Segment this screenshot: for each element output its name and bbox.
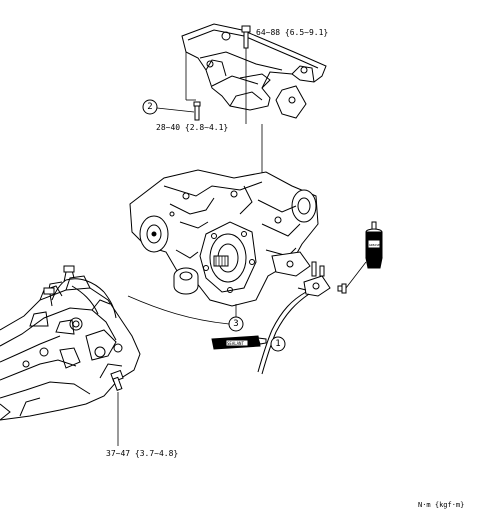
- svg-text:3: 3: [233, 319, 238, 329]
- bottom-bolt-torque: 37~47 {3.7~4.8}: [106, 449, 178, 458]
- grease-label: GREASE: [369, 243, 380, 247]
- top-bolt-torque: 64~88 {6.5~9.1}: [256, 28, 328, 37]
- sealant-label: SEALANT: [227, 341, 244, 346]
- bolt-2-torque: 28~40 {2.8~4.1}: [156, 123, 228, 132]
- sensor-bracket: [297, 261, 347, 297]
- transmission-housing: [0, 275, 141, 421]
- wiring-harness: [43, 265, 117, 319]
- grease-tube: GREASE: [365, 221, 383, 269]
- top-mount-bolt: [241, 25, 251, 124]
- crossmember: [181, 23, 327, 119]
- cable-1: [257, 291, 307, 373]
- callout-2: 2: [142, 99, 158, 115]
- mount-bolt-2: [185, 52, 201, 121]
- bottom-mount-bolt: [110, 369, 124, 446]
- torque-units: N·m {kgf·m}: [418, 501, 464, 509]
- rear-differential: [129, 169, 319, 307]
- callout-1: 1: [270, 336, 286, 352]
- svg-text:1: 1: [275, 339, 280, 349]
- callout-3: 3: [228, 316, 244, 332]
- svg-text:2: 2: [147, 102, 152, 112]
- bushing: [173, 267, 199, 295]
- sealant-tube: SEALANT: [211, 335, 267, 350]
